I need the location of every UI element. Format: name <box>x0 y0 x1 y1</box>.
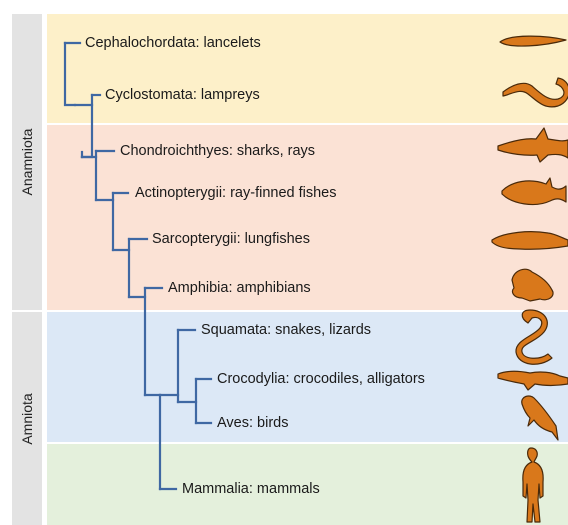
snake-icon <box>516 310 552 364</box>
taxon-label-crocodylia: Crocodylia: crocodiles, alligators <box>217 370 425 388</box>
taxon-label-aves: Aves: birds <box>217 414 288 432</box>
taxon-label-amphibia: Amphibia: amphibians <box>168 279 311 297</box>
branch-root <box>65 43 75 105</box>
lamprey-icon <box>503 78 568 107</box>
lancelet-icon <box>500 36 566 46</box>
taxon-label-sarcopterygii: Sarcopterygii: lungfishes <box>152 230 310 248</box>
human-icon <box>523 448 543 522</box>
taxon-label-squamata: Squamata: snakes, lizards <box>201 321 371 339</box>
taxon-label-cyclostomata: Cyclostomata: lampreys <box>105 86 260 104</box>
ray-finned-fish-icon <box>502 178 566 205</box>
taxon-label-cephalochordata: Cephalochordata: lancelets <box>85 34 261 52</box>
taxon-label-mammalia: Mammalia: mammals <box>182 480 320 498</box>
shark-icon <box>498 128 568 162</box>
bird-icon <box>522 396 558 440</box>
taxon-label-chondroichthyes: Chondroichthyes: sharks, rays <box>120 142 315 160</box>
crocodile-icon <box>498 371 568 390</box>
lungfish-icon <box>492 232 568 250</box>
taxon-label-actinopterygii: Actinopterygii: ray-finned fishes <box>135 184 337 202</box>
frog-icon <box>512 269 553 301</box>
